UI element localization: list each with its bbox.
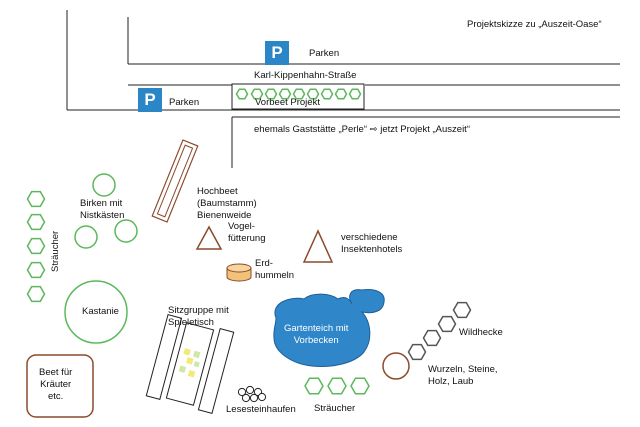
vorbeet-box — [231, 83, 365, 110]
birch-tree-circle — [74, 225, 98, 249]
erdhummeln-nest — [226, 263, 252, 282]
seating-group — [145, 314, 235, 414]
vorbeet-plant-hex — [235, 88, 249, 100]
insektenhotel-label: verschiedene Insektenhotels — [341, 232, 403, 255]
shrub-hex — [26, 261, 46, 279]
lesestein-stone — [245, 385, 255, 395]
shrub-hex — [350, 377, 370, 395]
vorbeet-plant-hex — [334, 88, 348, 100]
vorbeet-plant-hex — [250, 88, 264, 100]
vorbeet-plant-hex — [264, 88, 278, 100]
vorbeet-plant-hex — [292, 88, 306, 100]
vorbeet-plant-hex — [306, 88, 320, 100]
lesestein-stone — [237, 387, 247, 397]
shrub-hex — [26, 285, 46, 303]
lesestein-stone — [257, 392, 267, 402]
chestnut-tree-circle — [64, 280, 128, 344]
wildhecke-hex — [422, 329, 442, 347]
insektenhotel-triangle — [302, 229, 334, 263]
garden-pond — [273, 289, 385, 367]
vorbeet-plant-hex — [278, 88, 292, 100]
shrub-hex — [26, 237, 46, 255]
lesestein-label: Lesesteinhaufen — [226, 404, 296, 415]
hochbeet-shape — [151, 139, 199, 223]
wildhecke-hex — [407, 343, 427, 361]
hochbeet-label: Hochbeet (Baumstamm) Bienenweide — [197, 186, 257, 221]
parking-sign-top: P — [265, 41, 289, 65]
wildhecke-hex — [437, 315, 457, 333]
birch-tree-circle — [114, 219, 138, 243]
shrub-hex — [26, 213, 46, 231]
parking-label-top: Parken — [309, 48, 340, 59]
lesestein-stone — [249, 393, 259, 403]
shrub-hex — [327, 377, 347, 395]
street-name: Karl-Kippenhahn-Straße — [254, 70, 357, 81]
herb-bed-shape — [26, 354, 94, 418]
vogel-label: Vogel- fütterung — [228, 221, 266, 244]
game-board — [178, 348, 201, 378]
hedges-layer — [26, 88, 472, 395]
shrub-hex — [304, 377, 324, 395]
birch-tree-circle — [92, 173, 116, 197]
parking-sign-left: P — [138, 88, 162, 112]
building-label: ehemals Gaststätte „Perle“ ⇨ jetzt Proje… — [254, 124, 470, 135]
vorbeet-plant-hex — [320, 88, 334, 100]
kastanie-label: Kastanie — [82, 306, 119, 317]
parking-label-left: Parken — [169, 97, 200, 108]
wurzeln-label: Wurzeln, Steine, Holz, Laub — [428, 364, 498, 387]
erdhummeln-label: Erd- hummeln — [255, 258, 295, 281]
wurzeln-circle — [382, 352, 410, 380]
straeucher-left-label: Sträucher — [50, 230, 61, 272]
shrub-hex — [26, 190, 46, 208]
sitzgruppe-label: Sitzgruppe mit Spieletisch — [168, 305, 229, 328]
beet-label: Beet für Kräuter etc. — [39, 367, 73, 402]
vorbeet-label: Vorbeet Projekt — [255, 97, 320, 108]
vorbeet-plant-hex — [348, 88, 362, 100]
lesestein-pile — [237, 385, 267, 403]
sketch-title: Projektskizze zu „Auszeit-Oase“ — [467, 19, 602, 30]
wildhecke-label: Wildhecke — [459, 327, 503, 338]
birken-label: Birken mit Nistkästen — [80, 198, 125, 221]
vogelfuetterung-triangle — [195, 225, 223, 250]
wildhecke-hex — [452, 301, 472, 319]
teich-label: Gartenteich mit Vorbecken — [284, 323, 349, 346]
straeucher-bottom-label: Sträucher — [314, 403, 356, 414]
lesestein-stone — [241, 393, 251, 403]
